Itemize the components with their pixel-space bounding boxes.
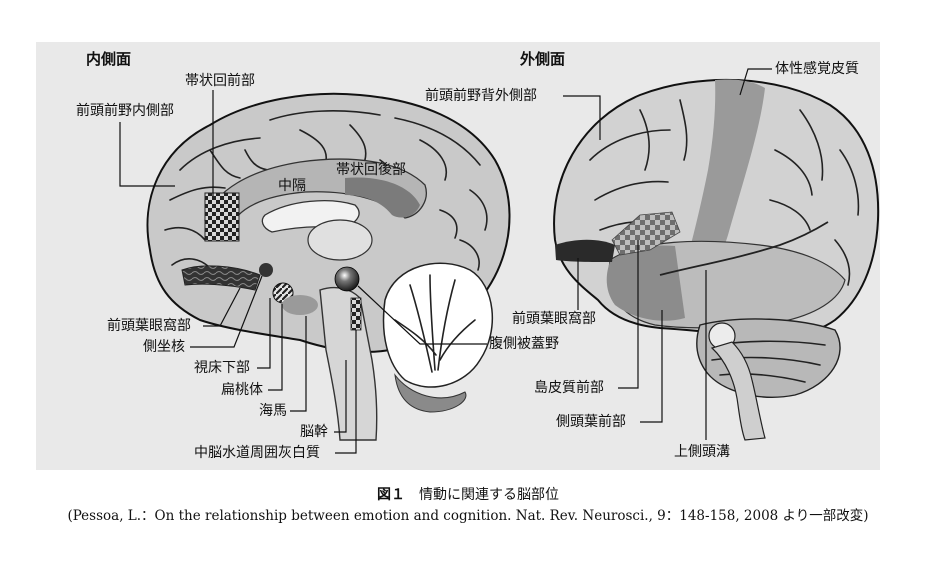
leader-anterior-temporal xyxy=(640,310,663,423)
medial-orbitofrontal-region xyxy=(181,265,261,291)
label-superior-temporal-sulcus: 上側頭溝 xyxy=(674,444,730,460)
leader-hypothalamus xyxy=(257,298,271,369)
ventral-tegmental-sphere xyxy=(334,266,360,292)
label-amygdala: 扁桃体 xyxy=(221,382,263,398)
leader-anterior-insula xyxy=(618,240,639,389)
insula-region xyxy=(611,211,681,256)
medial-brain xyxy=(146,92,511,441)
lateral-orbitofrontal-region xyxy=(555,239,615,262)
medial-cerebellum xyxy=(382,262,493,388)
cingulate-gyrus xyxy=(204,158,427,233)
leader-ventral-tegmental xyxy=(357,285,487,345)
leader-nucleus-accumbens xyxy=(190,275,263,348)
label-lateral-orbitofrontal: 前頭葉眼窩部 xyxy=(512,310,596,327)
label-posterior-cingulate: 帯状回後部 xyxy=(336,162,406,178)
posterior-cingulate-region xyxy=(345,177,420,218)
label-hypothalamus: 視床下部 xyxy=(194,360,250,376)
nucleus-accumbens xyxy=(259,263,273,277)
figure-title: 情動に関連する脳部位 xyxy=(419,487,559,503)
label-anterior-insula: 島皮質前部 xyxy=(534,379,604,396)
leader-amygdala xyxy=(268,304,283,391)
leader-medial-orbitofrontal xyxy=(203,287,241,327)
leader-somatosensory xyxy=(739,68,772,96)
anterior-temporal-region xyxy=(606,245,685,321)
label-hippocampus: 海馬 xyxy=(259,403,287,419)
periaqueductal-region xyxy=(350,297,362,331)
leader-brainstem xyxy=(334,360,347,433)
label-ventral-tegmental: 腹側被蓋野 xyxy=(489,335,559,352)
lateral-brainstem xyxy=(710,341,766,441)
anterior-cingulate-region xyxy=(204,192,240,242)
medial-panel-title: 内側面 xyxy=(86,50,131,68)
label-medial-orbitofrontal: 前頭葉眼窩部 xyxy=(107,317,191,334)
label-periaqueductal: 中脳水道周囲灰白質 xyxy=(194,445,320,461)
label-anterior-cingulate: 帯状回前部 xyxy=(185,72,255,89)
thalamus xyxy=(307,219,373,261)
label-nucleus-accumbens: 側坐核 xyxy=(143,339,185,355)
medial-cerebellum-base xyxy=(394,373,467,413)
figure-caption-title: 図１ 情動に関連する脳部位 xyxy=(0,484,936,504)
label-brainstem: 脳幹 xyxy=(300,423,328,440)
leader-hippocampus xyxy=(290,316,307,412)
lateral-brain xyxy=(553,78,880,441)
amygdala-region xyxy=(282,295,318,315)
label-dorsolateral-prefrontal: 前頭前野背外側部 xyxy=(425,87,537,104)
leader-dorsolateral-prefrontal xyxy=(563,95,601,140)
leader-medial-prefrontal xyxy=(119,122,175,187)
somatosensory-strip xyxy=(680,79,765,291)
figure-number: 図１ xyxy=(377,487,405,503)
label-medial-prefrontal: 前頭前野内側部 xyxy=(76,102,174,119)
figure-caption-source: (Pessoa, L.：On the relationship between … xyxy=(67,508,869,524)
leader-periaqueductal xyxy=(335,330,357,454)
label-septum: 中隔 xyxy=(278,178,306,194)
lateral-panel-title: 外側面 xyxy=(519,50,565,68)
label-anterior-temporal: 側頭葉前部 xyxy=(556,413,626,430)
superior-temporal-sulcus-line xyxy=(659,221,829,276)
label-somatosensory: 体性感覚皮質 xyxy=(775,60,859,77)
